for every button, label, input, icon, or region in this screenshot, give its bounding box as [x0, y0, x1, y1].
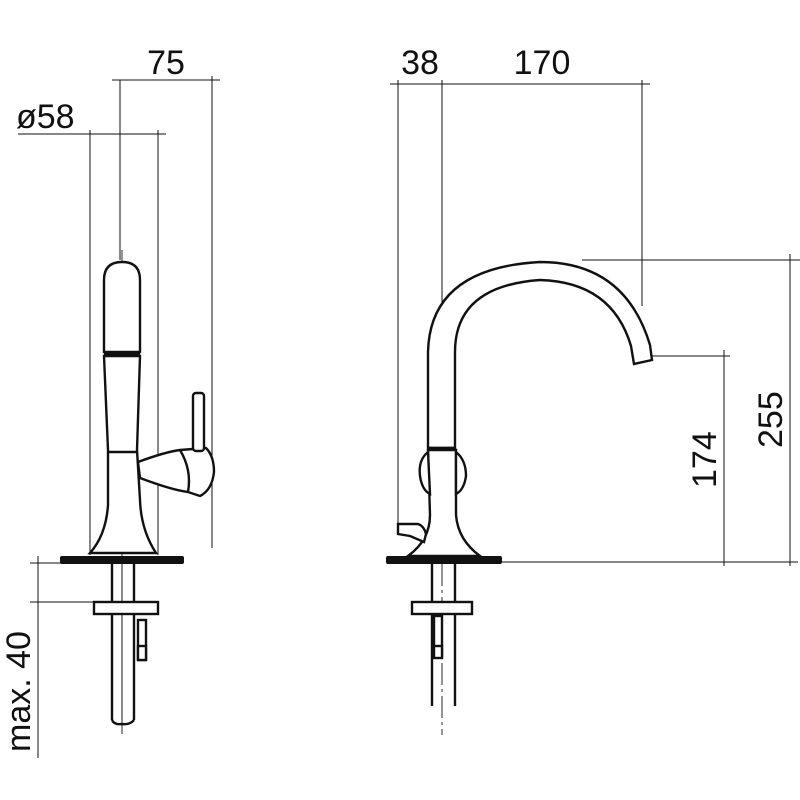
- dimension-label-174: 174: [686, 431, 724, 488]
- dimension-total-height: 255: [470, 254, 800, 566]
- handle-cap: [102, 260, 142, 354]
- dimension-label-max-40: max. 40: [0, 631, 38, 752]
- dimension-spout-height: 174: [652, 350, 730, 566]
- side-fixing-nut: [92, 600, 160, 616]
- front-fixing-nut: [410, 600, 474, 616]
- tap-body: [87, 354, 159, 555]
- front-lever-left: [418, 449, 432, 496]
- lever-handle: [136, 446, 216, 498]
- side-base-plate: [60, 556, 184, 564]
- dimension-label-diameter: ø58: [16, 98, 75, 136]
- dimension-label-255: 255: [752, 391, 790, 448]
- dimension-label-170: 170: [514, 44, 571, 82]
- side-view: 75 ø58 max. 40: [0, 44, 220, 758]
- dimension-label-75: 75: [147, 44, 185, 82]
- front-view: 38 170 174 255: [386, 44, 800, 735]
- lever-pin: [191, 391, 206, 453]
- spout: [426, 260, 654, 450]
- dimension-projection: 170: [442, 44, 650, 306]
- dimension-front-offset: 38: [390, 44, 450, 530]
- front-lever-right: [454, 449, 468, 496]
- popup-rod: [396, 522, 428, 544]
- dimension-diameter: ø58: [16, 98, 166, 555]
- front-base-plate: [386, 556, 502, 564]
- dimension-mount-depth: max. 40: [0, 556, 100, 758]
- dimension-label-38: 38: [401, 44, 439, 82]
